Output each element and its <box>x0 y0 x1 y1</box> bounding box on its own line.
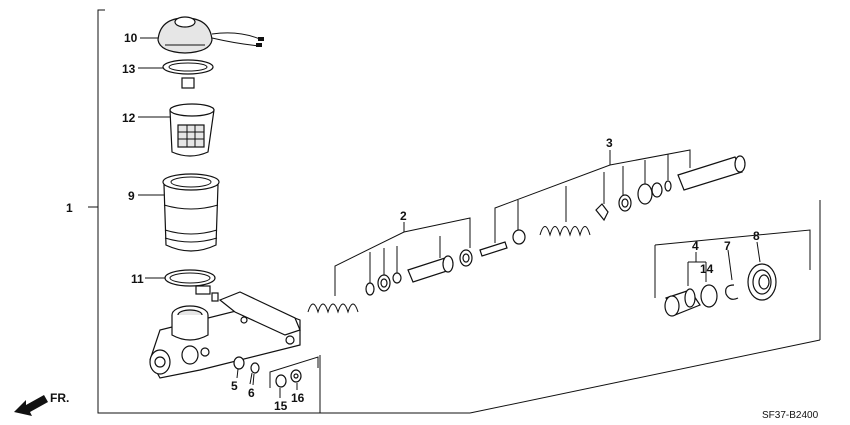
label-9: 9 <box>128 189 135 203</box>
drawing-code: SF37-B2400 <box>762 410 819 421</box>
label-10: 10 <box>124 31 138 45</box>
piston-kit-primary <box>307 249 473 314</box>
reservoir-cap <box>157 16 264 54</box>
front-label: FR. <box>50 391 69 405</box>
label-8: 8 <box>753 229 760 243</box>
assembly-bracket <box>88 9 821 414</box>
label-15: 15 <box>274 399 288 413</box>
label-2: 2 <box>400 209 407 223</box>
leader-lines <box>138 37 811 413</box>
label-6: 6 <box>248 386 255 400</box>
label-13: 13 <box>122 62 136 76</box>
label-1: 1 <box>66 201 73 215</box>
label-3: 3 <box>606 136 613 150</box>
master-cylinder-body <box>149 291 301 379</box>
reservoir-clamp <box>164 269 216 295</box>
front-arrow-icon <box>14 395 48 416</box>
label-12: 12 <box>122 111 136 125</box>
piston-kit-secondary <box>479 155 746 257</box>
reservoir-strainer <box>169 103 215 157</box>
pushrod-kit <box>664 263 777 317</box>
small-fittings <box>233 356 302 388</box>
cap-gasket <box>162 59 214 89</box>
reservoir-tank <box>162 173 220 252</box>
label-14: 14 <box>700 262 714 276</box>
label-16: 16 <box>291 391 305 405</box>
label-7: 7 <box>724 239 731 253</box>
label-4: 4 <box>692 239 699 253</box>
label-5: 5 <box>231 379 238 393</box>
part-labels: 10 13 12 9 1 11 2 3 4 7 8 14 5 6 15 16 F… <box>50 31 819 421</box>
label-11: 11 <box>131 272 144 286</box>
